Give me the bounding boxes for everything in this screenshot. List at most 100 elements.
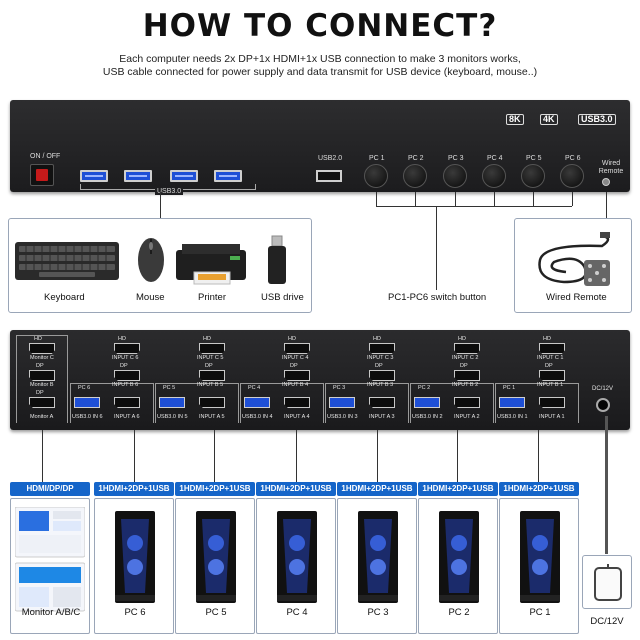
monitor-a-dp-label: DP	[36, 390, 44, 396]
pc2-card-label: PC 2	[448, 607, 470, 618]
pc-tower-icon	[358, 511, 398, 603]
pc1-button-label: PC 1	[369, 155, 385, 162]
pc5-card-body: PC 5	[175, 498, 255, 634]
monitor-c-hdmi-port	[29, 343, 55, 354]
pc5-switch-button[interactable]	[521, 164, 545, 188]
pc6-switch-button[interactable]	[560, 164, 584, 188]
pc-tower-icon	[277, 511, 317, 603]
pc6-usb3-label: USB3.0 IN 6	[72, 414, 103, 420]
input-group-pc1: PC 1 HD INPUT C 1 DP INPUT B 1 USB3.0 IN…	[495, 333, 579, 427]
pc3-dp-port-b	[369, 370, 395, 381]
pc2-dp-port-a	[454, 397, 480, 408]
pc6-card-label: PC 6	[124, 607, 146, 618]
pc4-input-a-label: INPUT A 4	[284, 414, 310, 420]
pc4-input-c-label: INPUT C 4	[282, 355, 309, 361]
pc2-hdmi-port	[454, 343, 480, 354]
pc5-dp-port-b	[199, 370, 225, 381]
pc4-hdmi-port	[284, 343, 310, 354]
cable-pc4	[296, 430, 297, 482]
pc6-group-label: PC 6	[78, 385, 91, 391]
pc4-card-body: PC 4	[256, 498, 336, 634]
cable-pc2	[457, 430, 458, 482]
usb-drive-label: USB drive	[261, 292, 304, 303]
connector-line-pc1	[376, 192, 377, 206]
printer-label: Printer	[198, 292, 226, 303]
pc2-input-b-label: INPUT B 2	[452, 382, 479, 388]
monitor-a-dp-port	[29, 397, 55, 408]
pc4-dp-label: DP	[290, 363, 298, 369]
power-adapter-icon	[594, 564, 622, 601]
pc5-usb3-label: USB3.0 IN 5	[157, 414, 188, 420]
pc6-dp-port-b	[114, 370, 140, 381]
pc3-card-header: 1HDMI+2DP+1USB	[337, 482, 417, 496]
front-usb3-port-1	[80, 170, 108, 182]
pc2-dp-label: DP	[460, 363, 468, 369]
pc5-dp-label: DP	[205, 363, 213, 369]
pc1-group-label: PC 1	[503, 385, 516, 391]
pc2-dp-port-b	[454, 370, 480, 381]
pc1-input-c-label: INPUT C 1	[537, 355, 564, 361]
connector-line-pc5	[533, 192, 534, 206]
pc1-switch-button[interactable]	[364, 164, 388, 188]
cable-pc1	[538, 430, 539, 482]
mouse-icon	[138, 238, 164, 282]
front-usb3-port-2	[124, 170, 152, 182]
pc2-usb3-port	[414, 397, 440, 408]
pc5-card-header: 1HDMI+2DP+1USB	[175, 482, 255, 496]
input-group-pc3: PC 3 HD INPUT C 3 DP INPUT B 3 USB3.0 IN…	[325, 333, 409, 427]
pc3-switch-button[interactable]	[443, 164, 467, 188]
pc4-card-header: 1HDMI+2DP+1USB	[256, 482, 336, 496]
pc3-card: 1HDMI+2DP+1USB PC 3	[337, 482, 417, 634]
pc6-button-label: PC 6	[565, 155, 581, 162]
monitor-card-header: HDMI/DP/DP	[10, 482, 90, 496]
pc1-card: 1HDMI+2DP+1USB PC 1	[499, 482, 579, 634]
cable-pc5	[214, 430, 215, 482]
pc2-switch-button[interactable]	[403, 164, 427, 188]
pc6-input-b-label: INPUT B 6	[112, 382, 139, 388]
kvm-rear-panel	[10, 330, 630, 430]
pc3-button-label: PC 3	[448, 155, 464, 162]
pc1-card-label: PC 1	[529, 607, 551, 618]
connector-bus-buttons	[376, 206, 572, 207]
front-usb3-port-3	[170, 170, 198, 182]
pc6-dp-label: DP	[120, 363, 128, 369]
monitor-a-label: Monitor A	[30, 414, 54, 420]
pc1-input-a-label: INPUT A 1	[539, 414, 565, 420]
rear-dc-label: DC/12V	[592, 386, 614, 392]
connector-line-usb	[160, 192, 161, 218]
pc4-card: 1HDMI+2DP+1USB PC 4	[256, 482, 336, 634]
power-switch[interactable]	[30, 164, 54, 186]
monitor-b-dp-port	[29, 370, 55, 381]
mouse-label: Mouse	[136, 292, 165, 303]
pc3-hdmi-port	[369, 343, 395, 354]
pc-tower-icon	[196, 511, 236, 603]
subtitle-line-2: USB cable connected for power supply and…	[102, 66, 538, 78]
pc3-input-a-label: INPUT A 3	[369, 414, 395, 420]
cable-pc6	[134, 430, 135, 482]
pc1-hd-label: HD	[543, 336, 551, 342]
dc-adapter-box	[582, 555, 632, 609]
monitor-card-body: Monitor A/B/C	[10, 498, 90, 634]
pc1-input-b-label: INPUT B 1	[537, 382, 564, 388]
pc5-input-c-label: INPUT C 5	[197, 355, 224, 361]
pc2-input-c-label: INPUT C 2	[452, 355, 479, 361]
pc3-input-b-label: INPUT B 3	[367, 382, 394, 388]
connector-line-pc2	[415, 192, 416, 206]
pc4-switch-button[interactable]	[482, 164, 506, 188]
pc5-input-a-label: INPUT A 5	[199, 414, 225, 420]
pc3-usb3-label: USB3.0 IN 3	[327, 414, 358, 420]
pc5-dp-port-a	[199, 397, 225, 408]
pc3-input-c-label: INPUT C 3	[367, 355, 394, 361]
badge-4k: 4K	[540, 114, 558, 125]
pc2-usb3-label: USB3.0 IN 2	[412, 414, 443, 420]
pc1-dp-port-a	[539, 397, 565, 408]
pc2-group-label: PC 2	[418, 385, 431, 391]
usb-drive-icon	[268, 235, 286, 284]
pc2-button-label: PC 2	[408, 155, 424, 162]
connector-line-pc3	[455, 192, 456, 206]
input-group-pc6: PC 6 HD INPUT C 6 DP INPUT B 6 USB3.0 IN…	[70, 333, 154, 427]
printer-icon	[176, 244, 246, 285]
wired-remote-port-label: Wired Remote	[598, 160, 624, 175]
pc3-usb3-port	[329, 397, 355, 408]
pc3-dp-label: DP	[375, 363, 383, 369]
